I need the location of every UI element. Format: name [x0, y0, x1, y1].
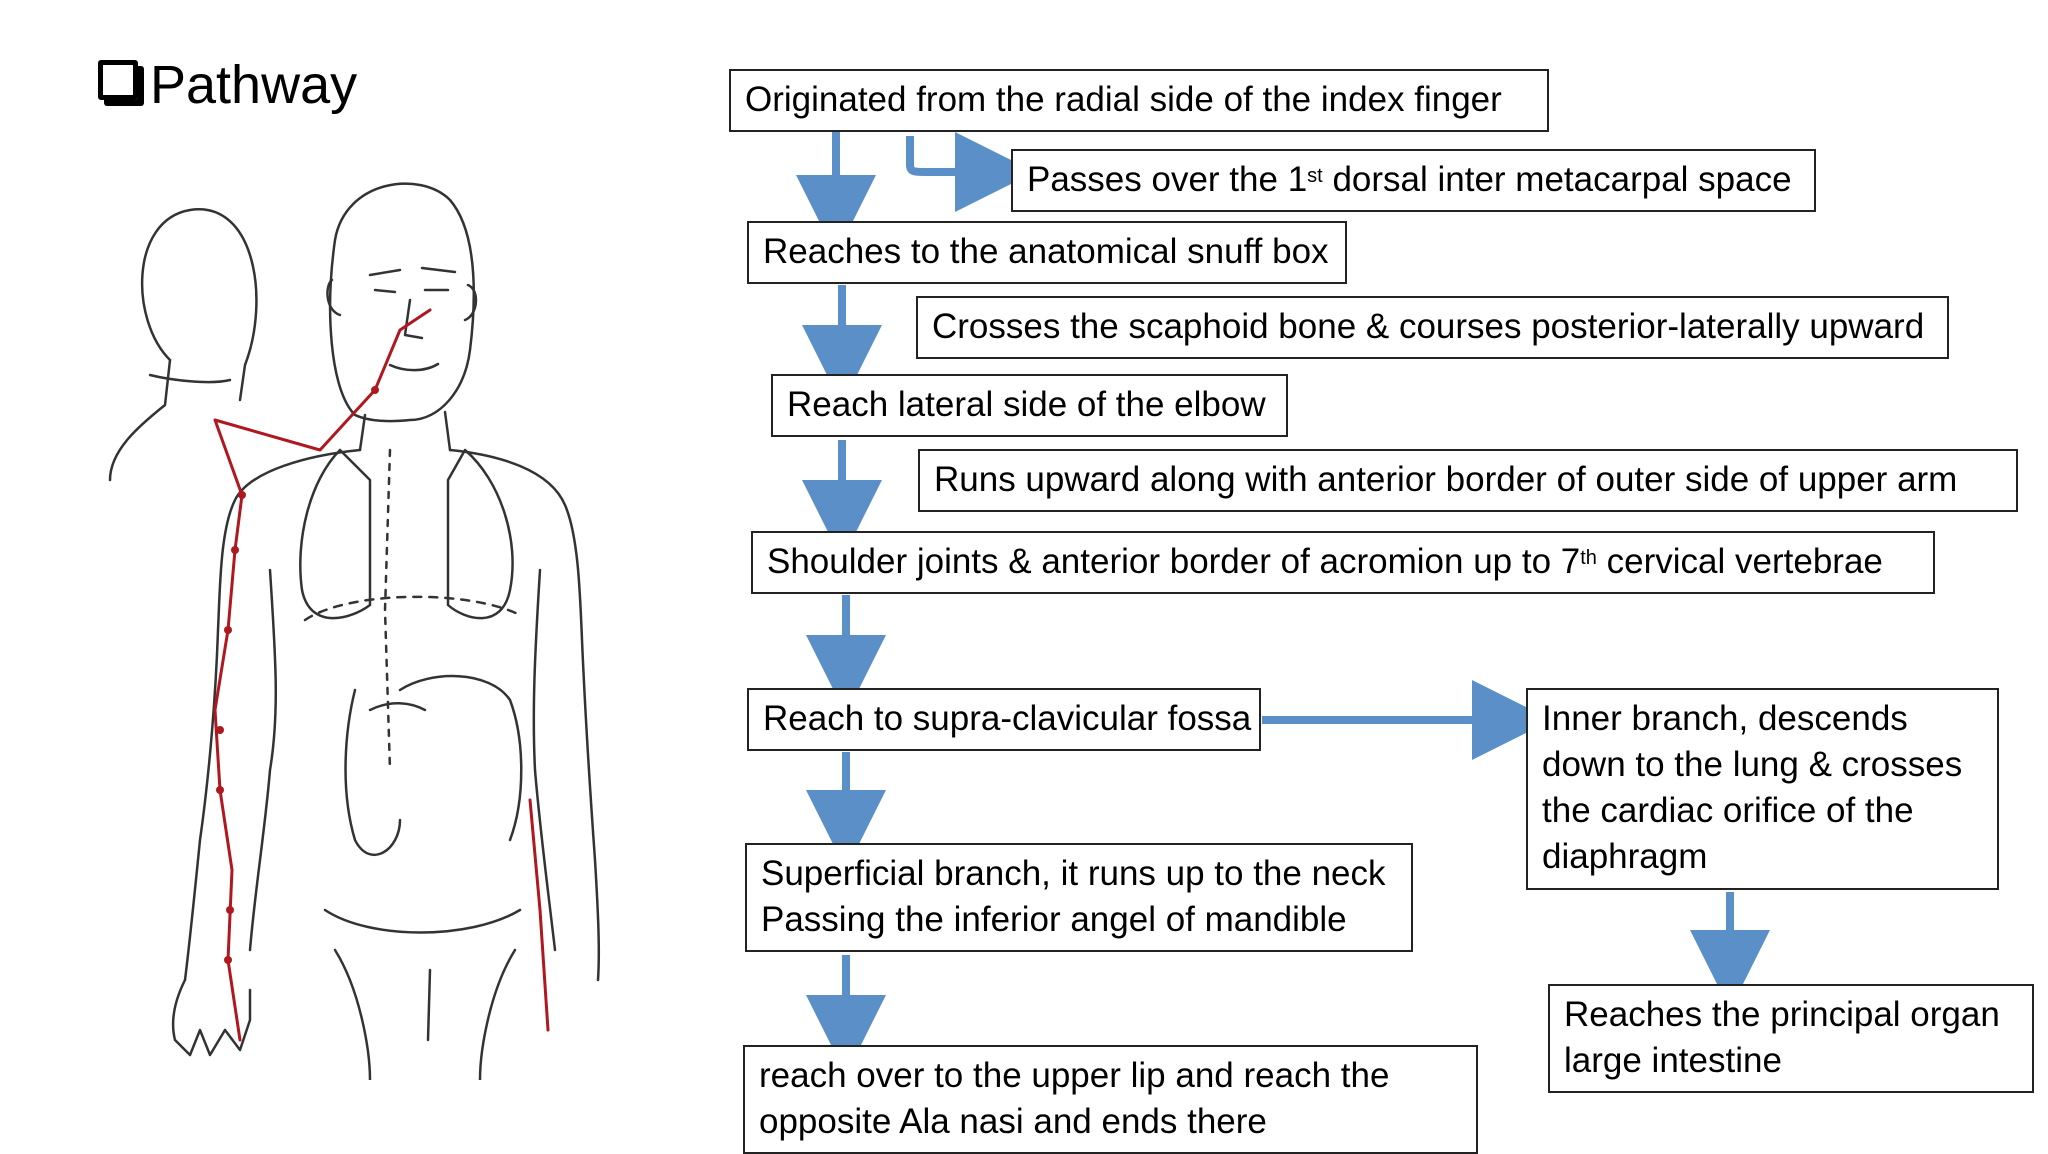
step-upper-arm: Runs upward along with anterior border o…	[918, 449, 2018, 512]
hand-outline	[171, 978, 252, 1057]
torso-outline	[183, 448, 362, 982]
step-elbow: Reach lateral side of the elbow	[771, 374, 1288, 437]
step-elbow-text: Reach lateral side of the elbow	[787, 385, 1266, 424]
step-passes-sup: st	[1307, 165, 1323, 187]
step-superficial-branch: Superficial branch, it runs up to the ne…	[745, 843, 1413, 952]
step-upper-lip: reach over to the upper lip and reach th…	[743, 1045, 1478, 1154]
step-shoulder-text-pre: Shoulder joints & anterior border of acr…	[767, 542, 1581, 581]
page-title: Pathway	[98, 58, 357, 112]
intestine-outline	[344, 674, 523, 856]
step-scaphoid: Crosses the scaphoid bone & courses post…	[916, 296, 1949, 359]
front-head-outline	[328, 182, 476, 423]
step-shoulder-sup: th	[1580, 547, 1597, 569]
step-shoulder-text-post: cervical vertebrae	[1596, 542, 1883, 581]
step-supraclav-text: Reach to supra-clavicular fossa	[763, 699, 1252, 738]
step-passes-metacarpal: Passes over the 1st dorsal inter metacar…	[1011, 149, 1816, 212]
step-scaphoid-text: Crosses the scaphoid bone & courses post…	[932, 307, 1925, 346]
page-title-text: Pathway	[150, 55, 358, 115]
back-head-outline	[140, 208, 258, 402]
step-origin: Originated from the radial side of the i…	[729, 69, 1549, 132]
step-upper-lip-line-1: reach over to the upper lip and reach th…	[759, 1056, 1390, 1095]
step-supraclavicular: Reach to supra-clavicular fossa	[747, 688, 1261, 751]
step-upper-arm-text: Runs upward along with anterior border o…	[934, 460, 1958, 499]
step-passes-text-post: dorsal inter metacarpal space	[1322, 160, 1792, 199]
step-inner-line-3: the cardiac orifice of the	[1542, 791, 1914, 830]
step-inner-line-4: diaphragm	[1542, 837, 1708, 876]
step-inner-branch: Inner branch, descends down to the lung …	[1526, 688, 1999, 890]
step-upper-lip-line-2: opposite Ala nasi and ends there	[759, 1102, 1267, 1141]
step-principal-line-2: large intestine	[1564, 1041, 1782, 1080]
lung-right-outline	[446, 448, 514, 620]
step-snuffbox-text: Reaches to the anatomical snuff box	[763, 232, 1329, 271]
arrow-origin-to-passes	[906, 132, 1035, 212]
step-snuffbox: Reaches to the anatomical snuff box	[747, 221, 1347, 284]
step-inner-line-2: down to the lung & crosses	[1542, 745, 1963, 784]
step-inner-line-1: Inner branch, descends	[1542, 699, 1908, 738]
step-origin-text: Originated from the radial side of the i…	[745, 80, 1502, 119]
step-principal-organ: Reaches the principal organ large intest…	[1548, 984, 2034, 1093]
lung-left-outline	[299, 448, 372, 620]
step-superficial-line-1: Superficial branch, it runs up to the ne…	[761, 854, 1386, 893]
step-shoulder: Shoulder joints & anterior border of acr…	[751, 531, 1935, 594]
step-principal-line-1: Reaches the principal organ	[1564, 995, 2000, 1034]
step-superficial-line-2: Passing the inferior angel of mandible	[761, 900, 1347, 939]
anatomy-figure	[108, 182, 601, 1080]
step-passes-text-pre: Passes over the 1	[1027, 160, 1308, 199]
checkbox-bullet-icon	[98, 60, 138, 100]
